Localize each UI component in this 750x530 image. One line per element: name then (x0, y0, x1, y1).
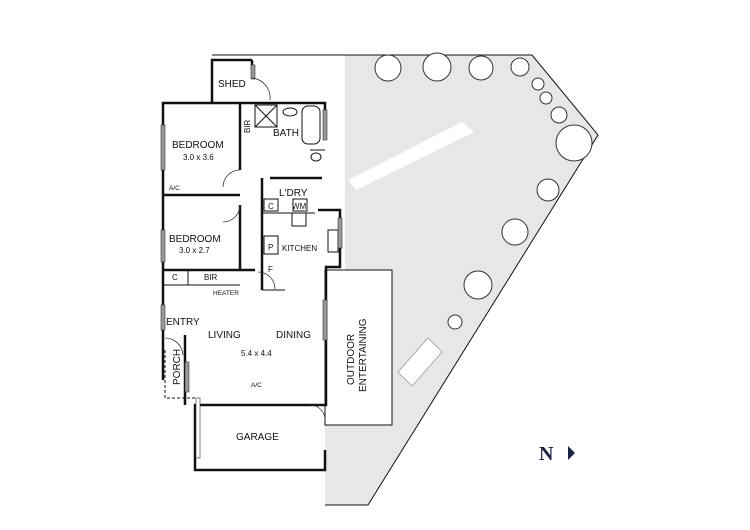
bedroom1-size: 3.0 x 3.6 (183, 153, 214, 162)
bir-label: BIR (204, 273, 218, 282)
tree-icon (374, 54, 402, 82)
fridge-label: F (268, 265, 273, 274)
bir-top-label: BIR (243, 119, 252, 133)
windows (160, 64, 343, 459)
trees (374, 52, 593, 330)
toilet (310, 152, 322, 162)
dining-label: DINING (276, 330, 311, 341)
bathtub (301, 105, 321, 145)
wm-box (292, 198, 308, 212)
closet-label: C (172, 273, 178, 282)
cooktop (291, 212, 307, 227)
laundry-label: L'DRY (279, 188, 308, 199)
tree-icon (468, 55, 494, 81)
ac1-label: A/C (169, 185, 180, 192)
bedroom2-size: 3.0 x 2.7 (179, 246, 210, 255)
porch-label: PORCH (172, 349, 183, 385)
tree-icon (447, 314, 463, 330)
living-label: LIVING (208, 330, 241, 341)
north-arrow-icon (568, 446, 575, 460)
tree-icon (422, 52, 452, 82)
shower (254, 104, 278, 128)
living-size: 5.4 x 4.4 (241, 349, 272, 358)
tree-icon (555, 124, 593, 162)
wm-label: WM (292, 202, 307, 211)
kitchen-label: KITCHEN (282, 244, 317, 253)
tree-icon (539, 91, 553, 105)
entry-label: ENTRY (166, 317, 200, 328)
outdoor-label: OUTDOOR (346, 334, 357, 385)
pantry-label: P (268, 243, 273, 252)
shed-label: SHED (218, 79, 246, 90)
doors (164, 77, 326, 421)
bedroom1-label: BEDROOM (172, 140, 224, 151)
heater-label: HEATER (213, 290, 239, 297)
bedroom2-label: BEDROOM (169, 234, 221, 245)
tree-icon (463, 270, 493, 300)
tree-icon (510, 57, 530, 77)
ac2-label: A/C (251, 382, 262, 389)
tree-icon (531, 77, 545, 91)
bath-label: BATH (273, 128, 299, 139)
entertaining-label: ENTERTAINING (358, 318, 369, 392)
laundry-c-box (263, 198, 279, 212)
garage-label: GARAGE (236, 432, 279, 443)
laundry-c-label: C (268, 202, 274, 211)
sink (327, 229, 339, 253)
garden-bench (397, 337, 443, 387)
north-label: N (539, 443, 554, 465)
tree-icon (550, 106, 568, 124)
tree-icon (536, 178, 560, 202)
property-boundary (212, 54, 599, 506)
basin (282, 107, 298, 117)
tree-icon (501, 218, 529, 246)
garden-path (348, 122, 474, 190)
pantry-box (263, 235, 279, 255)
north-compass: N (539, 443, 575, 465)
